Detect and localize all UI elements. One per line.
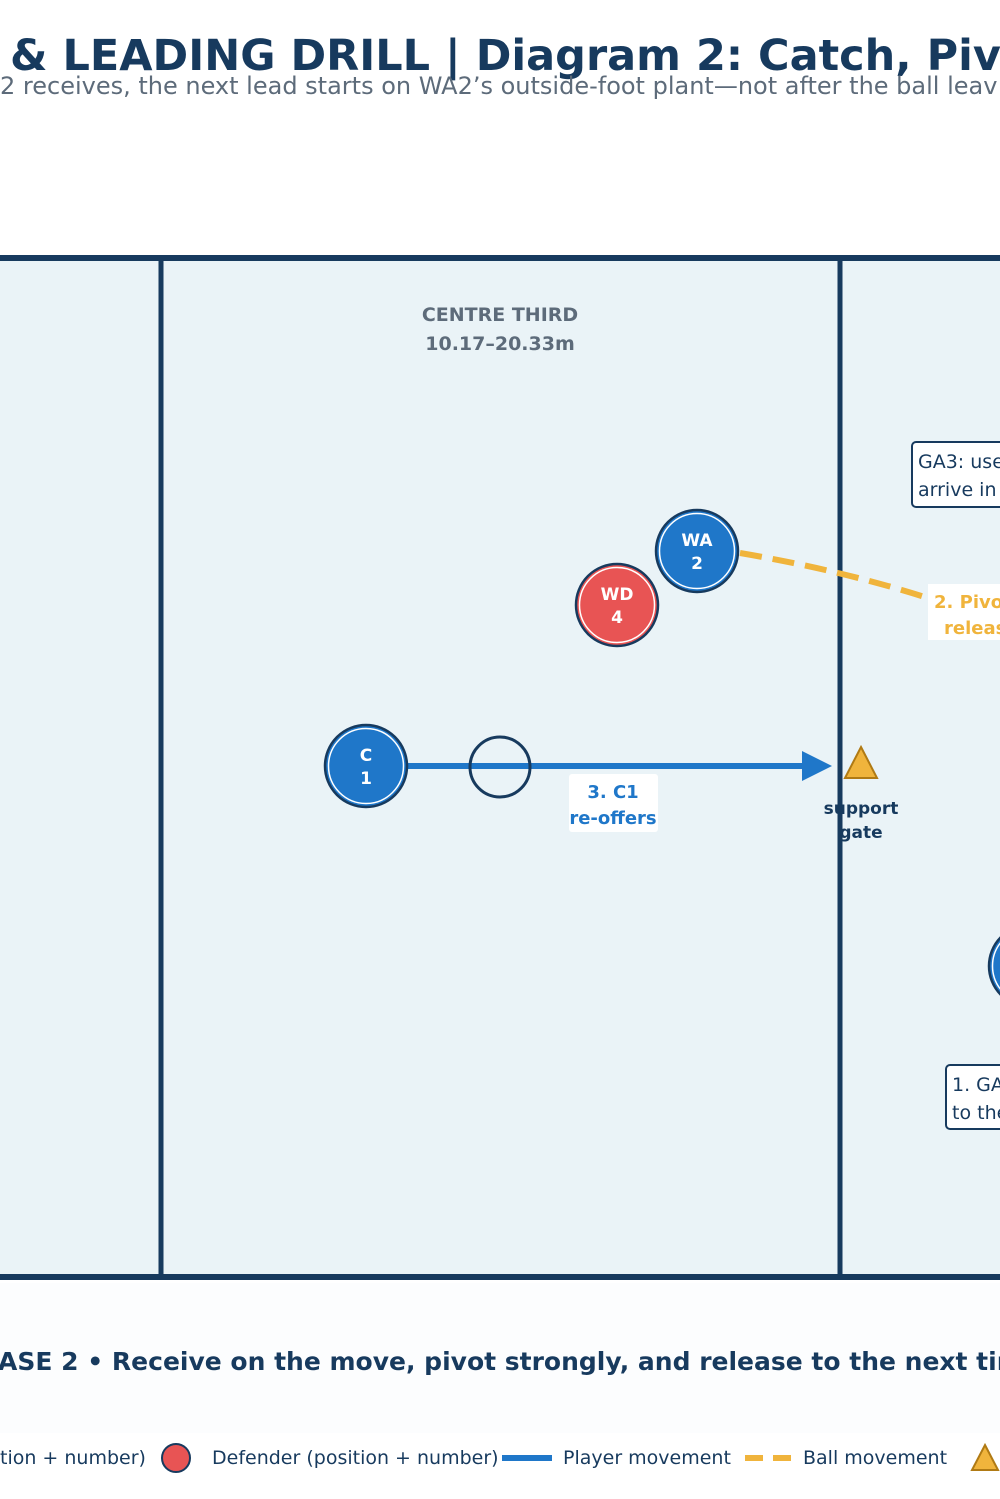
ga-note-line-1: 1. GA — [952, 1074, 1000, 1096]
c1-reoffer-label-box — [569, 774, 658, 832]
centre-third-dimensions: 10.17–20.33m — [425, 333, 575, 355]
pivot-release-label: 2. Pivot releas — [928, 584, 1000, 640]
ga3-note-line-1: GA3: use — [918, 451, 1000, 473]
phase-banner-text: ASE 2 • Receive on the move, pivot stron… — [0, 1347, 1000, 1376]
player-c1-position: C — [360, 746, 372, 766]
pivot-release-label-box — [928, 584, 1000, 640]
support-gate-cone: support gate — [824, 744, 899, 843]
player-wa2-marker — [654, 508, 740, 594]
cone-icon — [843, 744, 879, 779]
player-wa2-ring — [658, 512, 736, 590]
player-c1: C 1 — [323, 723, 409, 809]
pivot-release-line-1: 2. Pivot — [934, 592, 1000, 613]
ga-note: 1. GA to the — [945, 1064, 1000, 1130]
player-c1-number: 1 — [360, 769, 372, 789]
c1-reoffer-line-2: re-offers — [569, 808, 656, 829]
ga3-note-box — [911, 441, 1000, 508]
ga3-note-line-2: arrive in t — [918, 479, 1000, 501]
legend-defender-icon — [161, 1443, 191, 1473]
player-c1-ring — [327, 727, 405, 805]
legend-defender-label: Defender (position + number) — [212, 1447, 499, 1469]
c1-reoffer-label: 3. C1 re-offers — [569, 774, 658, 832]
c1-start-spot — [468, 735, 532, 799]
centre-third-label: CENTRE THIRD — [422, 304, 578, 326]
player-wd4-ring — [578, 566, 656, 644]
legend-ball-movement-label: Ball movement — [803, 1447, 947, 1469]
player-wd4: WD 4 — [574, 562, 660, 648]
support-gate-line-1: support — [824, 799, 899, 819]
player-wd4-marker — [574, 562, 660, 648]
ball-pass-path — [739, 550, 929, 601]
player-offscreen-marker — [987, 936, 1000, 996]
player-wd4-position: WD — [601, 585, 634, 605]
pivot-release-line-2: releas — [944, 618, 1000, 639]
diagram-title: & LEADING DRILL | Diagram 2: Catch, Pivo… — [10, 31, 1000, 81]
legend-attacker-label: tion + number) — [0, 1447, 146, 1469]
legend-cone-icon — [970, 1442, 1000, 1471]
ga3-note: GA3: use arrive in t — [911, 441, 1000, 508]
player-offscreen-ring — [991, 942, 1000, 990]
player-wa2-position: WA — [681, 531, 713, 551]
player-wd4-number: 4 — [611, 608, 623, 628]
player-wa2: WA 2 — [654, 508, 740, 594]
phase-banner-bg — [0, 1283, 1000, 1433]
legend-player-movement-label: Player movement — [563, 1447, 731, 1469]
legend: tion + number) Defender (position + numb… — [0, 1442, 1000, 1473]
player-wa2-number: 2 — [691, 554, 703, 574]
player-offscreen-right — [987, 936, 1000, 996]
player-c1-marker — [323, 723, 409, 809]
ga-note-box — [945, 1064, 1000, 1130]
diagram-subtitle: 2 receives, the next lead starts on WA2’… — [0, 72, 997, 100]
c1-reoffer-line-1: 3. C1 — [587, 782, 638, 803]
ga-note-line-2: to the — [952, 1102, 1000, 1124]
support-gate-line-2: gate — [839, 823, 882, 843]
